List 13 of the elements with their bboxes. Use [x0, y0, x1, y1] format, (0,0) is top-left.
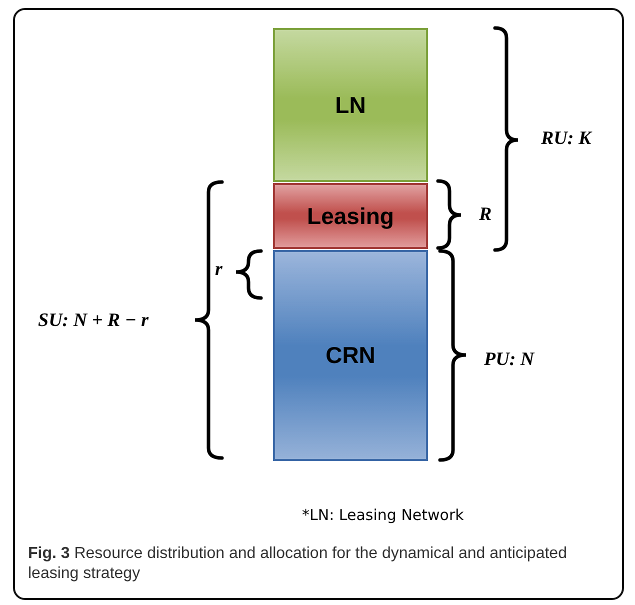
brace-label: R: [479, 204, 492, 226]
brace-label: r: [215, 259, 222, 281]
brace-label: RU: K: [541, 128, 592, 150]
network-block: [273, 28, 428, 182]
block-label: CRN: [326, 342, 376, 369]
network-block: [273, 250, 428, 461]
figure-caption: Fig. 3 Resource distribution and allocation for the dynamical and anticipated leasing strategy: [28, 544, 568, 584]
brace-label: SU: N + R − r: [38, 310, 148, 332]
footnote: *LN: Leasing Network: [302, 506, 464, 524]
leasing-block: [273, 183, 428, 249]
brace-label: PU: N: [484, 349, 534, 371]
block-label: Leasing: [307, 202, 394, 230]
block-label: LN: [335, 92, 366, 118]
